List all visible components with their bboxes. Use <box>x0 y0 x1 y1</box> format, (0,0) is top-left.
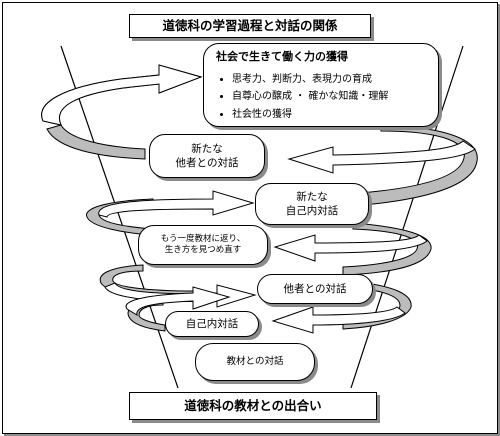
top-arrow <box>41 64 203 126</box>
spiral-arrow-1 <box>287 140 476 174</box>
goal-heading: 社会で生きて働く力の獲得 <box>216 50 348 63</box>
stage-label: もう一度教材に返り、 <box>160 233 246 244</box>
stage-dialogue-self: 自己内対話 <box>165 311 259 337</box>
goal-item: 思考力、判断力、表現力の育成 <box>232 73 388 87</box>
stage-label: 他者との対話 <box>175 157 239 169</box>
diagram-title: 道徳科の学習過程と対話の関係 <box>129 14 371 38</box>
stage-dialogue-others: 他者との対話 <box>257 274 373 304</box>
funnel-left-edge <box>60 45 179 389</box>
stage-label: 新たな <box>296 190 328 203</box>
goal-box: 社会で生きて働く力の獲得 思考力、判断力、表現力の育成 自尊心の醸成 ・ 確かな… <box>203 43 439 127</box>
funnel-spiral-diagram <box>41 45 478 389</box>
stage-new-dialogue-others: 新たな 他者との対話 <box>149 134 265 178</box>
stage-new-dialogue-self: 新たな 自己内対話 <box>255 183 369 225</box>
goal-item: 自尊心の醸成 ・ 確かな知識・理解 <box>232 90 388 104</box>
stage-label: 自己内対話 <box>285 205 339 217</box>
spiral-arrow-5 <box>271 306 406 334</box>
stage-revisit-material: もう一度教材に返り、 生き方を見つめ直す <box>138 225 268 265</box>
spiral-hook-1 <box>46 124 146 160</box>
funnel-right-edge <box>350 45 464 389</box>
goal-list: 思考力、判断力、表現力の育成 自尊心の醸成 ・ 確かな知識・理解 社会性の獲得 <box>216 69 388 126</box>
bottom-label: 道徳科の教材との出合い <box>129 392 377 420</box>
spiral-arrow-2 <box>98 190 255 218</box>
spiral-arrow-6 <box>125 286 231 317</box>
stage-label: 新たな <box>191 142 223 155</box>
stage-label: 生き方を見つめ直す <box>164 245 242 255</box>
spiral-arrow-3 <box>273 234 428 262</box>
stage-dialogue-material: 教材との対話 <box>195 343 315 381</box>
goal-item: 社会性の獲得 <box>232 108 388 122</box>
